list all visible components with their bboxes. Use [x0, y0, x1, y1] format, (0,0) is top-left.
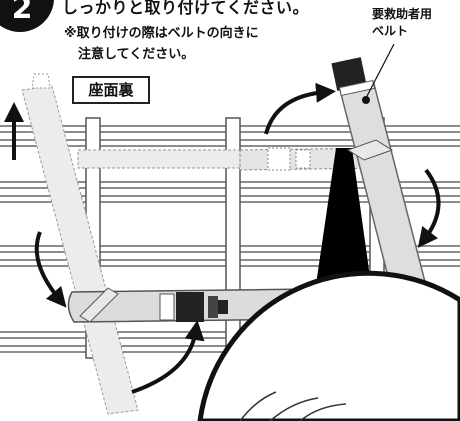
callout-line1: 要救助者用	[372, 7, 433, 21]
step-badge: 2	[0, 0, 54, 32]
curve-arrow-right	[417, 168, 441, 248]
rescue-belt-callout: 要救助者用 ベルト	[372, 6, 432, 40]
callout-line2: ベルト	[372, 24, 409, 38]
seat-underside-label: 座面裏	[72, 76, 150, 104]
step-title: しっかりと取り付けてください。	[62, 0, 310, 17]
curve-arrow-left	[34, 231, 67, 308]
curve-arrow-top	[264, 82, 336, 135]
step-note-line2: 注意してください。	[78, 47, 195, 62]
step-number: 2	[12, 0, 33, 26]
curve-arrow-bottom	[131, 320, 205, 394]
magnifier-circle	[197, 270, 460, 421]
callout-pointer	[365, 43, 395, 99]
left-dashed-belt	[21, 73, 139, 415]
step-note-line1: ※取り付けの際はベルトの向きに	[64, 26, 259, 41]
